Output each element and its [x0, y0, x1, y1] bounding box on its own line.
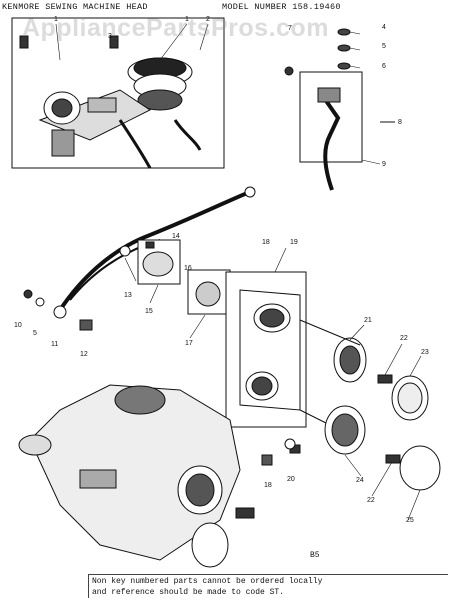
callout-23: 23: [421, 349, 429, 356]
callout-3: 3: [108, 33, 112, 40]
page-code: B5: [310, 551, 320, 560]
header-title-left: KENMORE SEWING MACHINE HEAD: [2, 2, 148, 12]
callout-2: 2: [206, 16, 210, 23]
callout-6: 6: [382, 63, 386, 70]
callout-21: 21: [364, 317, 372, 324]
callout-13: 13: [124, 292, 132, 299]
footer-note-line-2: and reference should be made to code ST.: [92, 588, 285, 597]
inset-frame: [11, 17, 225, 169]
cam-part-15: [137, 239, 181, 285]
machine-head-assembly: [18, 384, 255, 568]
callout-17: 17: [185, 340, 193, 347]
callout-20: 20: [287, 476, 295, 483]
callout-16: 16: [184, 265, 192, 272]
callout-11: 11: [51, 341, 58, 348]
leader-lines: [55, 23, 422, 521]
callout-18: 18: [264, 482, 272, 489]
callout-9: 9: [382, 161, 386, 168]
callout-8: 8: [398, 119, 402, 126]
callout-19: 19: [290, 239, 298, 246]
callout-4: 4: [382, 24, 386, 31]
cam-discs: [261, 319, 441, 491]
callout-24: 24: [356, 477, 364, 484]
callout-1: 1: [54, 16, 58, 23]
callout-12: 12: [80, 351, 88, 358]
callout-15: 15: [145, 308, 153, 315]
footer-note: Non key numbered parts cannot be ordered…: [88, 574, 448, 598]
header-title-right: MODEL NUMBER 158.19460: [222, 2, 341, 12]
cam-part-17: [187, 269, 231, 315]
callout-1: 1: [185, 16, 189, 23]
footer-note-line-1: Non key numbered parts cannot be ordered…: [92, 577, 323, 586]
callout-7: 7: [288, 25, 292, 32]
callout-25: 25: [406, 517, 414, 524]
upper-mechanism-assembly: [19, 35, 202, 169]
callout-22: 22: [367, 497, 375, 504]
callout-22: 22: [400, 335, 408, 342]
selector-lever-assembly: [284, 28, 395, 191]
callout-10: 10: [14, 322, 22, 329]
callout-5: 5: [33, 330, 37, 337]
cam-stack-frame: [225, 271, 307, 428]
callout-14: 14: [172, 233, 180, 240]
callout-5: 5: [382, 43, 386, 50]
watermark: AppliancePartsPros.com: [22, 14, 329, 42]
callout-18: 18: [262, 239, 270, 246]
